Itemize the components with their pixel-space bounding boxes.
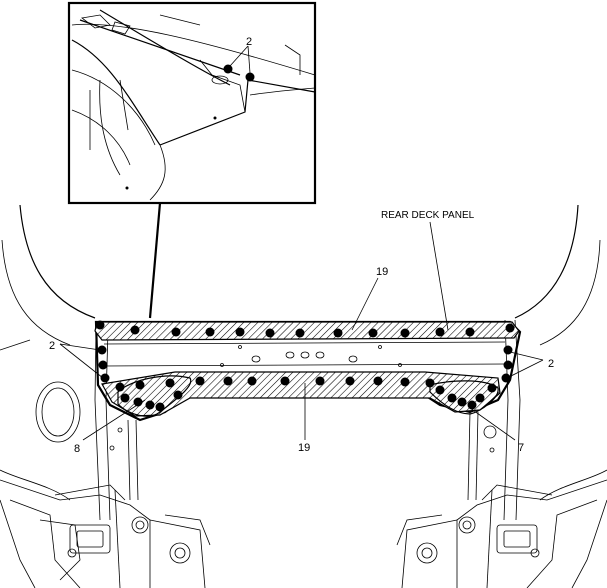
left-lower-label: 8 bbox=[74, 443, 80, 455]
body-outline bbox=[0, 204, 607, 521]
right-weld-label: 2 bbox=[548, 358, 554, 370]
upper-weld-points bbox=[95, 320, 515, 338]
right-frame-rail bbox=[396, 479, 607, 588]
lower-seam-label: 19 bbox=[298, 442, 310, 454]
left-weld-label: 2 bbox=[49, 340, 55, 352]
left-frame-rail bbox=[0, 479, 211, 588]
inset-detail bbox=[67, 1, 317, 205]
upper-sealer-seam bbox=[94, 321, 520, 341]
side-weld-points bbox=[97, 345, 513, 383]
inset-weld-label: 2 bbox=[246, 36, 252, 48]
leader-lines bbox=[59, 45, 544, 441]
right-lower-label: 7 bbox=[518, 442, 524, 454]
lower-weld-points bbox=[115, 376, 497, 412]
rear-deck-panel-label: REAR DECK PANEL bbox=[381, 210, 475, 221]
upper-seam-label: 19 bbox=[376, 266, 388, 278]
